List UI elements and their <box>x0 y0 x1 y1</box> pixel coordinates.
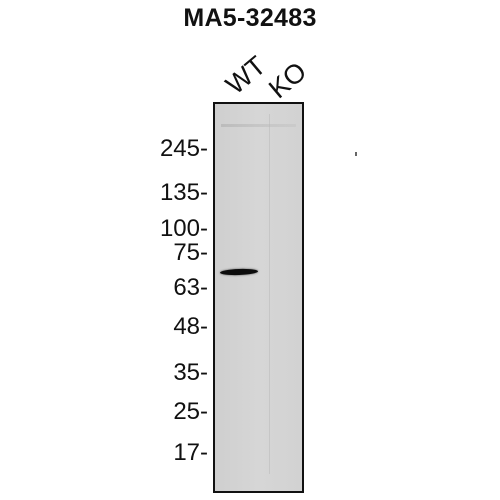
marker-25: 25- <box>173 398 208 425</box>
marker-75: 75- <box>173 239 208 266</box>
marker-48: 48- <box>173 313 208 340</box>
lane-label-ko: KO <box>263 56 313 105</box>
marker-35: 35- <box>173 359 208 386</box>
wt-protein-band <box>219 268 259 276</box>
membrane-smudge <box>221 124 296 127</box>
marker-245: 245- <box>159 135 208 162</box>
marker-63: 63- <box>173 274 208 301</box>
marker-135: 135- <box>159 179 208 206</box>
membrane-streak <box>269 114 270 474</box>
speck <box>355 152 357 156</box>
blot-membrane <box>213 102 304 493</box>
marker-17: 17- <box>173 439 208 466</box>
lane-label-wt: WT <box>220 50 272 101</box>
marker-100: 100- <box>159 215 208 242</box>
blot-title: MA5-32483 <box>183 4 317 32</box>
